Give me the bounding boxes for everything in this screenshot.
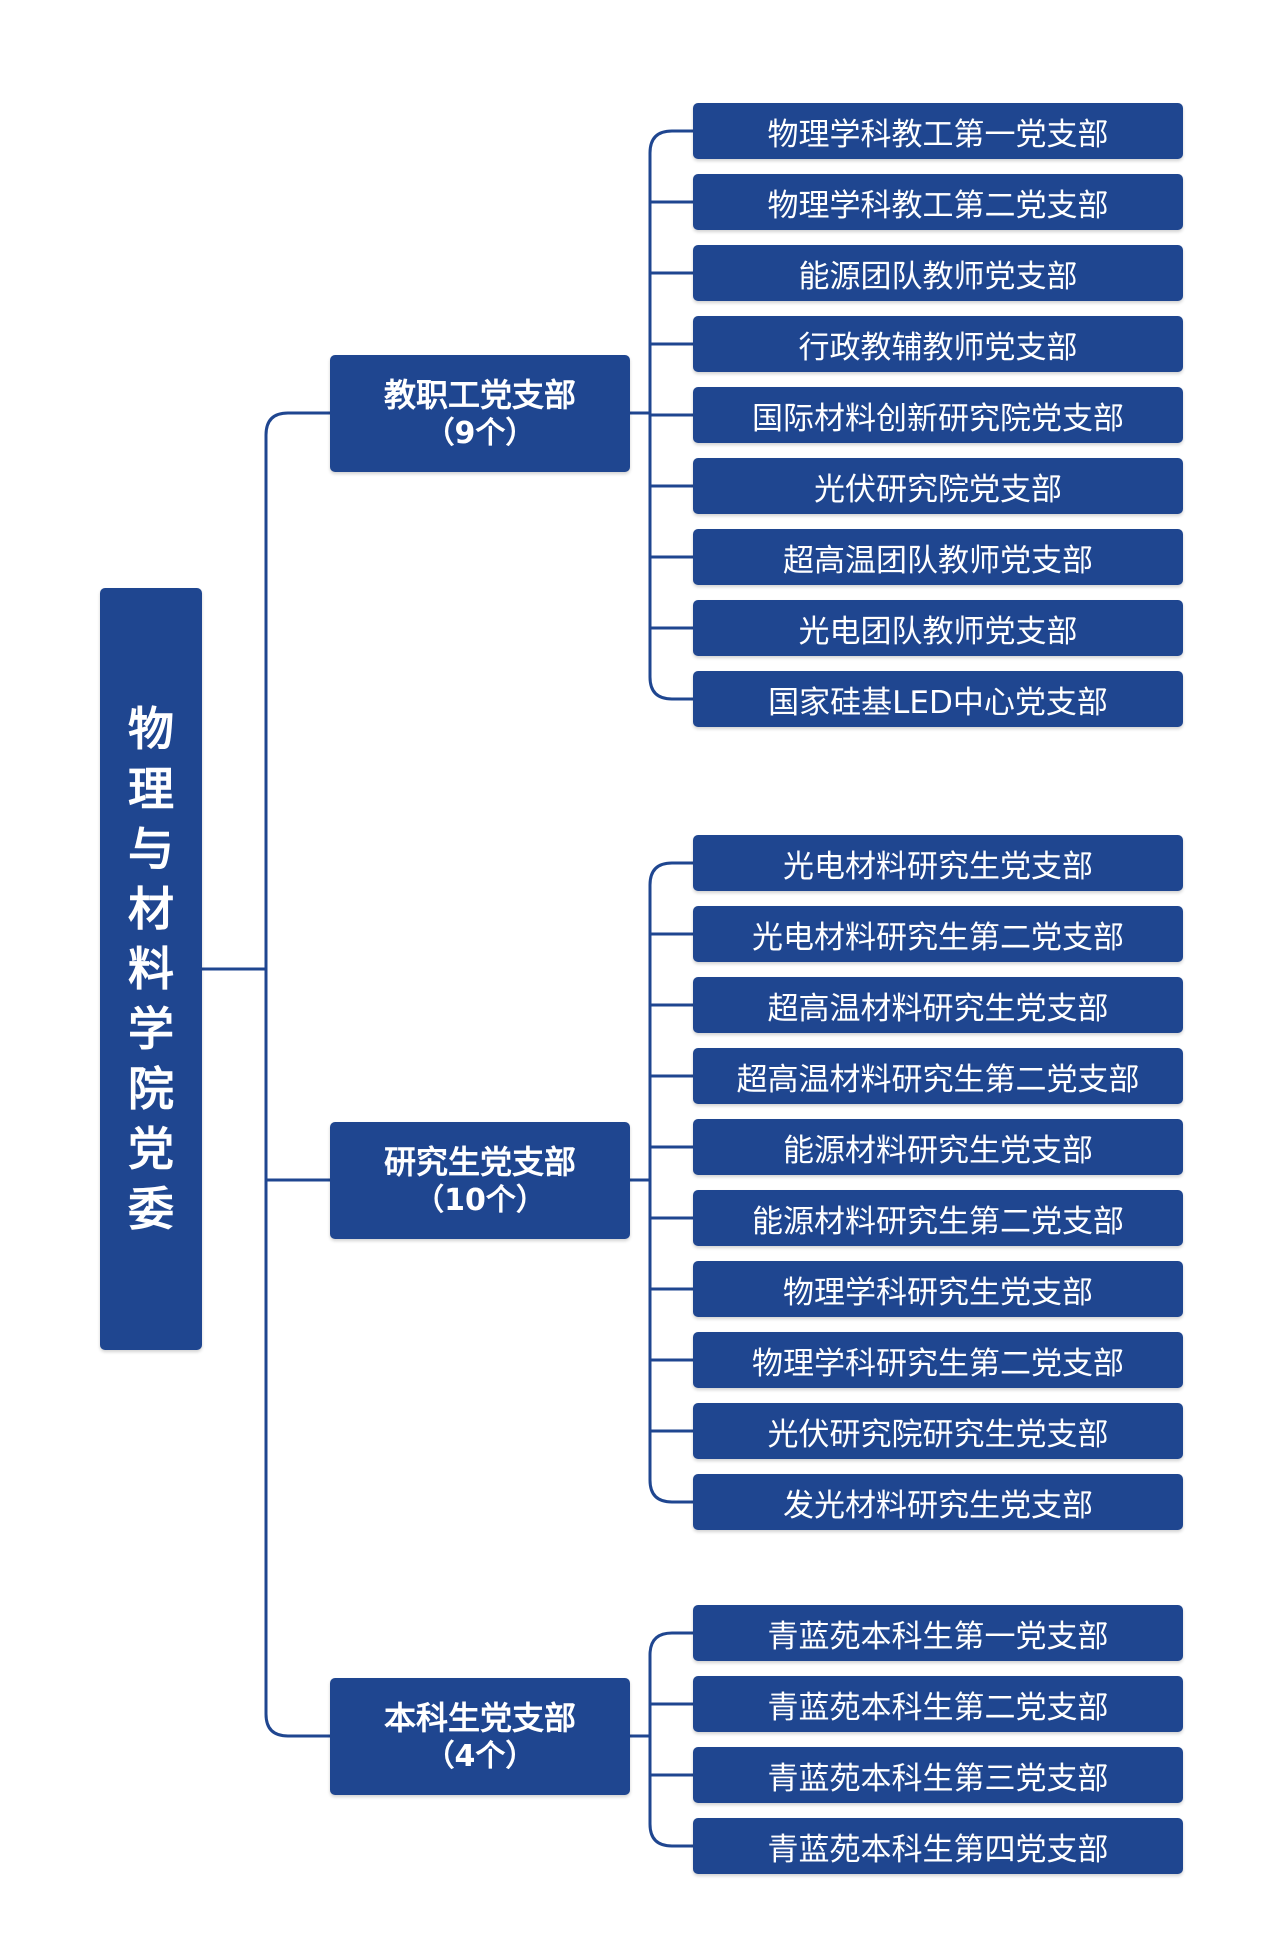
branch-node: 能源材料研究生第二党支部 [693, 1190, 1183, 1246]
group-node-graduate: 研究生党支部 （10个） [330, 1122, 630, 1239]
branch-node: 光电材料研究生第二党支部 [693, 906, 1183, 962]
root-char: 学 [128, 1002, 174, 1056]
branch-node: 光电团队教师党支部 [693, 600, 1183, 656]
branch-node: 物理学科教工第二党支部 [693, 174, 1183, 230]
root-char: 与 [128, 822, 174, 876]
branch-node: 青蓝苑本科生第一党支部 [693, 1605, 1183, 1661]
branch-node: 青蓝苑本科生第二党支部 [693, 1676, 1183, 1732]
root-char: 委 [128, 1182, 174, 1236]
branch-node: 超高温材料研究生党支部 [693, 977, 1183, 1033]
branch-node: 青蓝苑本科生第三党支部 [693, 1747, 1183, 1803]
root-char: 党 [128, 1122, 174, 1176]
branch-node: 能源团队教师党支部 [693, 245, 1183, 301]
root-node: 物 理 与 材 料 学 院 党 委 [100, 588, 202, 1350]
branch-node: 光伏研究院研究生党支部 [693, 1403, 1183, 1459]
group-count: （4个） [424, 1738, 536, 1774]
root-char: 院 [128, 1062, 174, 1116]
branch-node: 发光材料研究生党支部 [693, 1474, 1183, 1530]
branch-spine [648, 1631, 693, 1848]
branch-node: 行政教辅教师党支部 [693, 316, 1183, 372]
group-node-staff: 教职工党支部 （9个） [330, 355, 630, 472]
root-char: 理 [128, 762, 174, 816]
group-name: 研究生党支部 [383, 1142, 576, 1181]
branch-node: 物理学科研究生第二党支部 [693, 1332, 1183, 1388]
branch-spine [648, 861, 693, 1504]
group-name: 本科生党支部 [383, 1698, 576, 1737]
group-count: （10个） [414, 1182, 546, 1218]
branch-node: 物理学科研究生党支部 [693, 1261, 1183, 1317]
branch-node: 光伏研究院党支部 [693, 458, 1183, 514]
branch-node: 超高温材料研究生第二党支部 [693, 1048, 1183, 1104]
branch-node: 超高温团队教师党支部 [693, 529, 1183, 585]
group-count: （9个） [424, 415, 536, 451]
branch-node: 物理学科教工第一党支部 [693, 103, 1183, 159]
root-char: 物 [128, 702, 174, 756]
branch-node: 光电材料研究生党支部 [693, 835, 1183, 891]
group-spine [264, 411, 330, 1738]
root-char: 材 [128, 882, 174, 936]
branch-node: 能源材料研究生党支部 [693, 1119, 1183, 1175]
group-name: 教职工党支部 [383, 375, 576, 414]
branch-node: 青蓝苑本科生第四党支部 [693, 1818, 1183, 1874]
root-char: 料 [128, 942, 174, 996]
branch-node: 国际材料创新研究院党支部 [693, 387, 1183, 443]
group-node-undergrad: 本科生党支部 （4个） [330, 1678, 630, 1795]
branch-node: 国家硅基LED中心党支部 [693, 671, 1183, 727]
